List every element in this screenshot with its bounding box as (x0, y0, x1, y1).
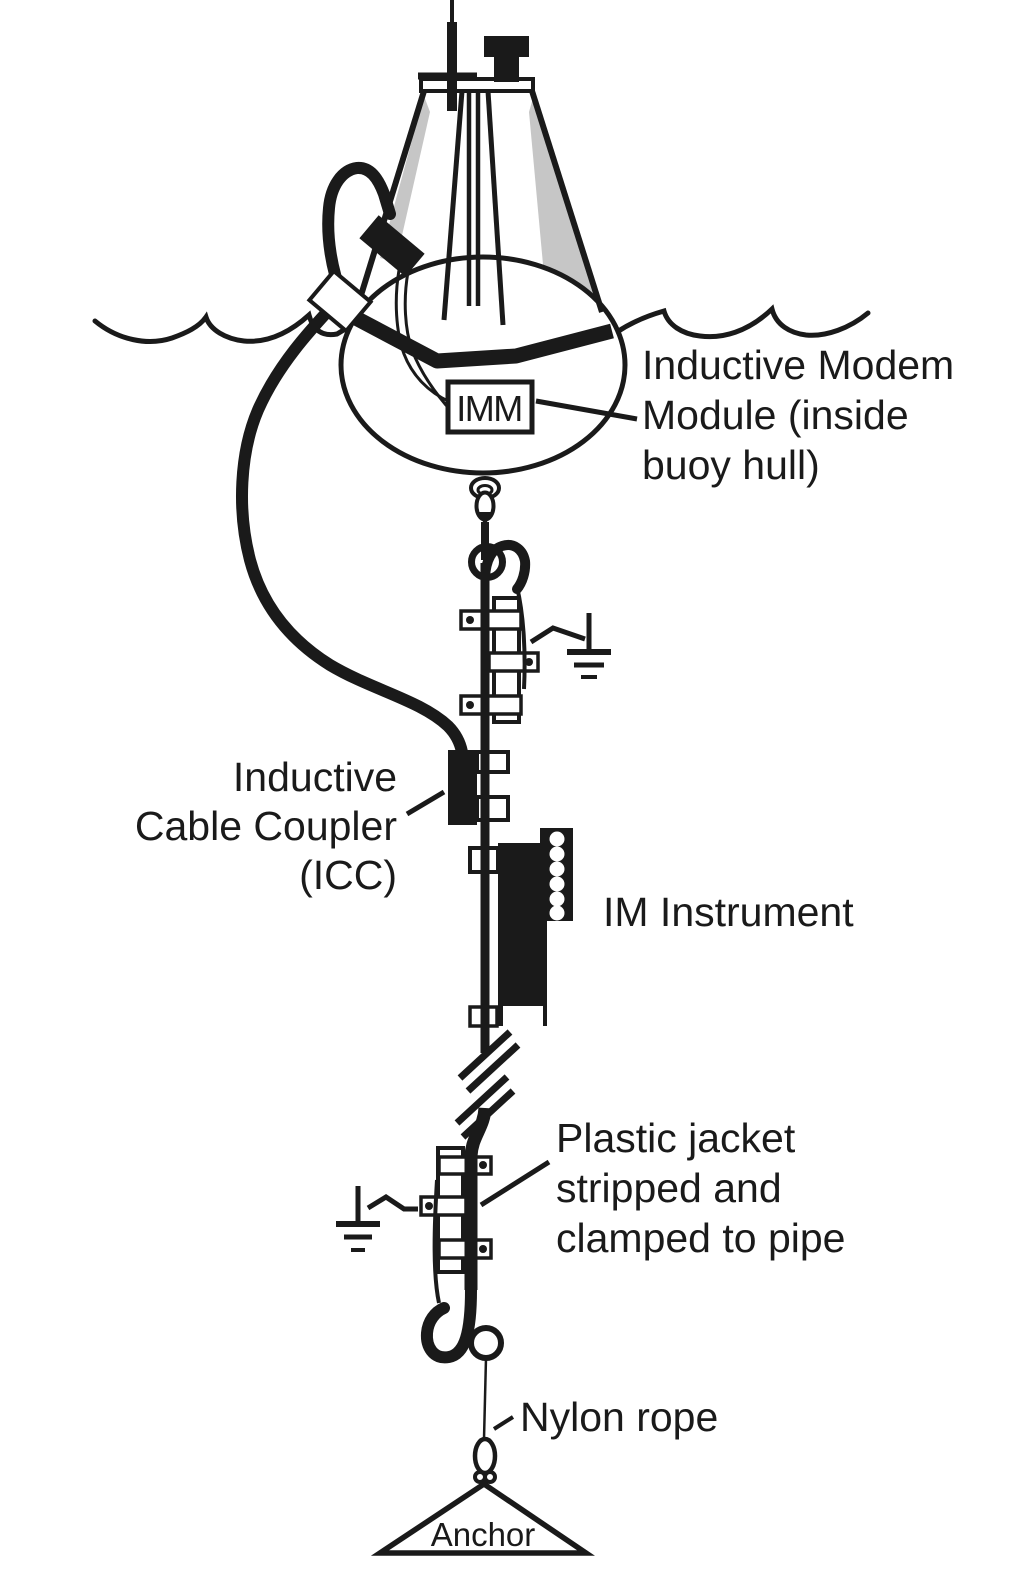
buoy (338, 0, 628, 476)
mooring-wire-upper (480, 540, 531, 1053)
shackle-pin (479, 512, 491, 527)
antenna-icon (418, 0, 477, 111)
imm-chip-label: IMM (456, 388, 521, 429)
cable-connector (359, 215, 425, 277)
wire-stripped-tail-lower (432, 1179, 441, 1304)
cable-gland-box (306, 268, 374, 334)
inductive-cable (236, 162, 468, 758)
annotations: Inductive Modem Module (inside buoy hull… (135, 342, 954, 1440)
upper-ground-symbol (529, 613, 611, 679)
imm-module-label-line-3: buoy hull) (642, 442, 820, 488)
leader-lines (405, 398, 638, 1431)
clamp-bolt (466, 616, 474, 624)
hull-fender-band (348, 309, 614, 369)
sensor-ports (549, 831, 565, 921)
rope-leader (492, 1415, 515, 1431)
lower-ring (468, 1325, 504, 1361)
wave-line-right (614, 304, 871, 340)
clamp-bolt (525, 658, 533, 666)
im-instrument (468, 828, 573, 1028)
icc-body (448, 750, 477, 825)
tower-leg-inner-right (485, 90, 506, 326)
icc-leader (405, 789, 446, 817)
anchor: Anchor (370, 1480, 595, 1556)
cable-s-curve (236, 292, 468, 758)
wave-line-left (92, 310, 350, 344)
beacon-stem (494, 57, 519, 82)
imm-wire-2 (403, 271, 454, 414)
clamp-bolt (479, 1161, 487, 1169)
antenna-rod (447, 22, 457, 111)
tower-leg-inner-left (441, 90, 465, 321)
plastic-jacket-label-line-2: stripped and (556, 1165, 782, 1211)
imm-module: IMM (394, 269, 535, 435)
rope-line (482, 1357, 488, 1440)
icc-label-line-1: Inductive (233, 754, 397, 800)
clamp-bolt (479, 1245, 487, 1253)
nylon-rope (472, 1357, 498, 1484)
lower-clamp-assembly (419, 1146, 493, 1304)
beacon-light-icon (484, 36, 529, 82)
upper-clamp-bar-3 (459, 694, 523, 716)
plastic-jacket-label-line-1: Plastic jacket (556, 1115, 796, 1161)
imm-box (445, 379, 535, 435)
beacon-head (484, 36, 529, 57)
icc-label-line-2: Cable Coupler (135, 803, 397, 849)
plastic-jacket-label-line-3: clamped to pipe (556, 1215, 845, 1261)
tower-shade-left (380, 96, 430, 262)
wire-stripped-tail-upper (515, 586, 527, 690)
ground-lead (366, 1194, 418, 1212)
wire-top-loop (480, 540, 531, 594)
upper-clamp-assembly (459, 596, 540, 724)
anchor-eye (472, 1436, 498, 1476)
nylon-rope-label: Nylon rope (520, 1394, 718, 1440)
im-instrument-label: IM Instrument (603, 889, 854, 935)
clamp-bolt (466, 701, 474, 709)
imm-module-label-line-1: Inductive Modem (642, 342, 954, 388)
cable-hook-loop (322, 162, 396, 302)
anchor-label: Anchor (431, 1516, 536, 1553)
ground-lead (529, 625, 586, 645)
jacket-leader (479, 1159, 551, 1208)
imm-module-label-line-2: Module (inside (642, 392, 909, 438)
icc-coupler (448, 750, 510, 825)
wire-bottom-loop (420, 1284, 477, 1364)
icc-label-line-3: (ICC) (299, 852, 397, 898)
lower-wire (464, 1107, 492, 1290)
rope-knot (483, 1470, 497, 1484)
ocean-surface (92, 304, 871, 344)
imm-leader (535, 398, 638, 422)
instrument-bottom-notch (503, 1006, 543, 1026)
lower-ground-symbol (336, 1186, 418, 1252)
tower-leg-outer-right (529, 90, 605, 313)
instrument-body (498, 843, 547, 1026)
imm-wire-1 (394, 269, 451, 404)
anchor-triangle (370, 1480, 595, 1556)
clamp-bolt (425, 1202, 433, 1210)
